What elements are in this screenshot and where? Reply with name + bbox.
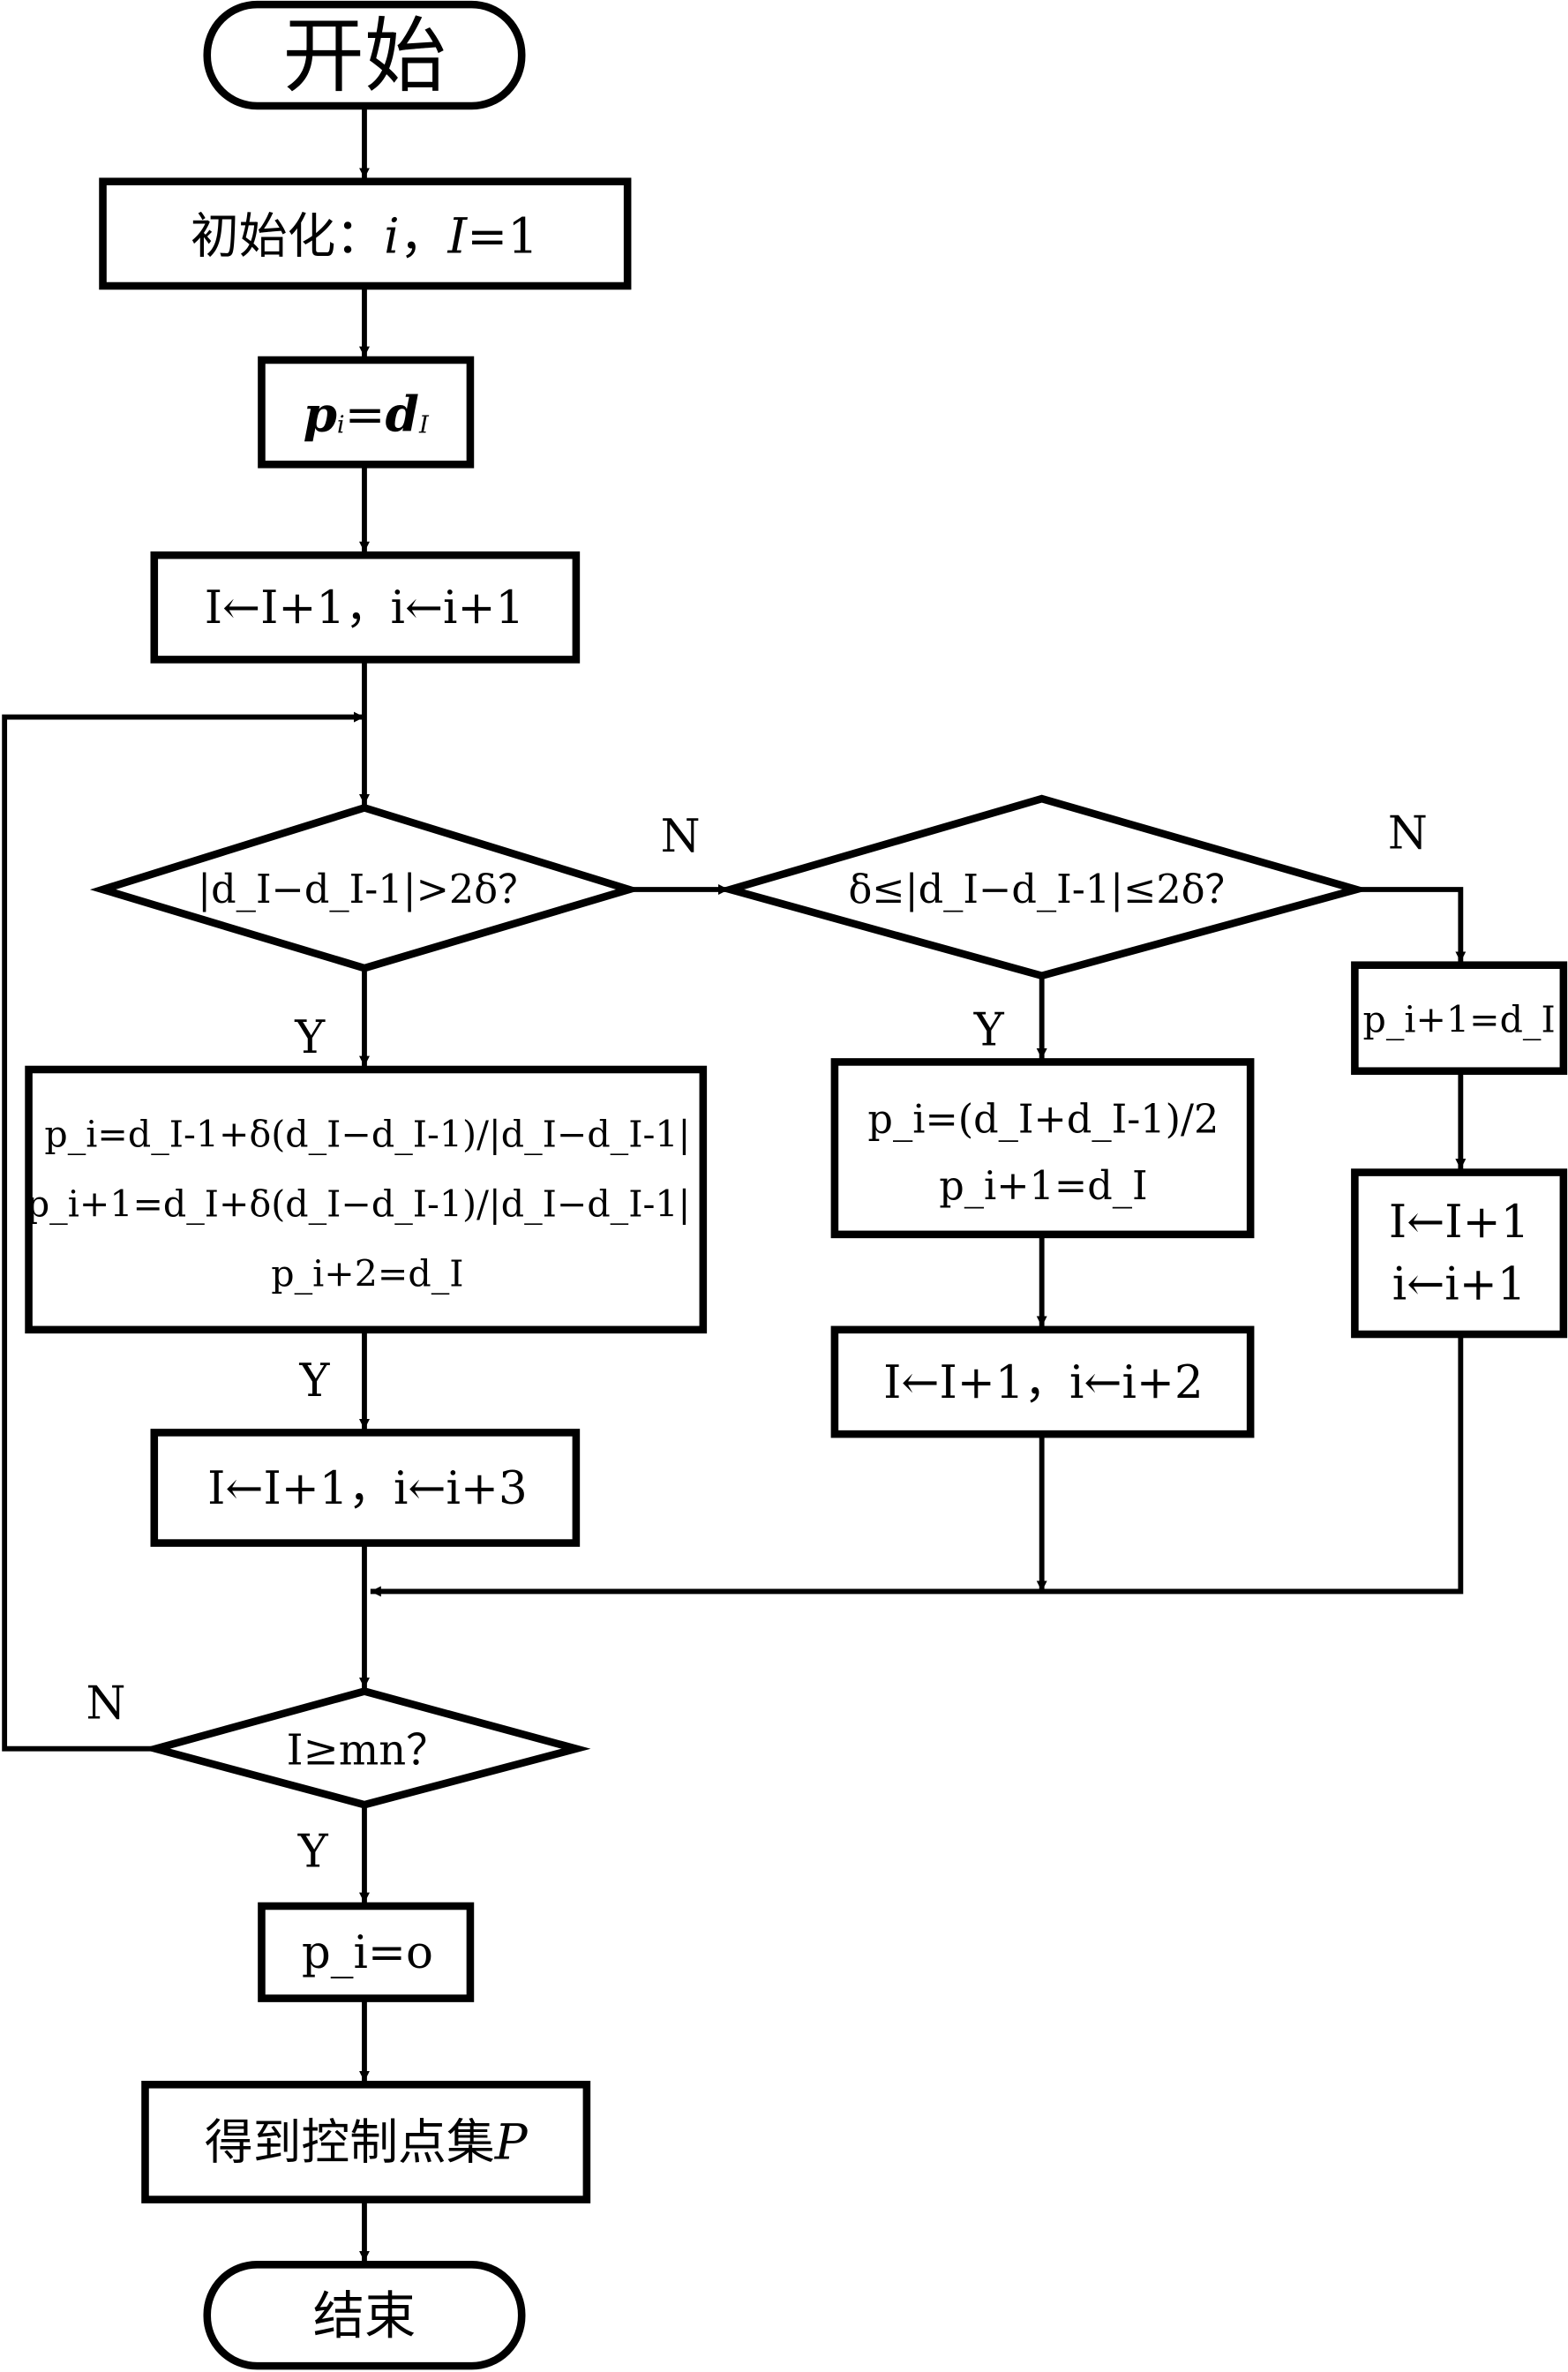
edge-incn-merge <box>370 1335 1464 1597</box>
inc-n-process: I←I+1 i←i+1 <box>1351 1168 1568 1339</box>
start-label: 开始 <box>282 8 446 103</box>
decision-1: |d_I−d_I-1|>2δ？ <box>89 803 642 972</box>
assign-mid-line1: p_i=(d_I+d_I-1)/2 <box>867 1097 1219 1143</box>
assign-mid-line2: p_i+1=d_I <box>939 1163 1147 1209</box>
result-process: 得到控制点集P <box>141 2080 591 2203</box>
assign-mid-process: p_i=(d_I+d_I-1)/2 p_i+1=d_I <box>830 1058 1255 1239</box>
end-terminal: 结束 <box>203 2261 526 2370</box>
decision-2-label: δ≤|d_I−d_I-1|≤2δ？ <box>849 867 1245 912</box>
init-label: 初始化：i，I=1 <box>191 207 538 264</box>
decision-3-label: I≥mn？ <box>287 1725 449 1775</box>
big-yes-label: Y <box>298 1355 330 1407</box>
assign-first-process: pi=dI <box>258 356 475 469</box>
d1-yes-label: Y <box>294 1011 326 1064</box>
inc3-label: I←I+1，i←i+3 <box>207 1462 528 1515</box>
inc1-process: I←I+1，i←i+1 <box>150 551 581 664</box>
d1-no-label: N <box>661 810 701 863</box>
edge-d3-no-loop <box>2 711 364 1752</box>
result-label: 得到控制点集P <box>205 2113 529 2170</box>
assign-big-line1: p_i=d_I-1+δ(d_I−d_I-1)/|d_I−d_I-1| <box>44 1114 690 1156</box>
d3-yes-label: Y <box>297 1825 329 1878</box>
inc3-process: I←I+1，i←i+3 <box>150 1429 581 1547</box>
decision-2: δ≤|d_I−d_I-1|≤2δ？ <box>716 794 1370 980</box>
connectors <box>2 106 1467 2262</box>
assign-o-process: p_i=o <box>258 1902 475 2002</box>
assign-big-line3: p_i+2=d_I <box>271 1252 463 1295</box>
start-terminal: 开始 <box>203 0 526 110</box>
inc-n-line2: i←i+1 <box>1392 1257 1527 1310</box>
decision-1-label: |d_I−d_I-1|>2δ？ <box>198 867 536 912</box>
edge-labels: N Y N Y Y N Y <box>86 807 1427 1879</box>
inc-n-line1: I←I+1 <box>1389 1196 1529 1249</box>
assign-o-label: p_i=o <box>302 1926 433 1979</box>
d2-yes-label: Y <box>973 1003 1005 1056</box>
d2-no-label: N <box>1388 807 1428 860</box>
end-label: 结束 <box>313 2286 416 2346</box>
assign-n-process: p_i+1=d_I <box>1351 961 1568 1075</box>
assign-big-process: p_i=d_I-1+δ(d_I−d_I-1)/|d_I−d_I-1| p_i+1… <box>25 1065 708 1334</box>
init-process: 初始化：i，I=1 <box>99 177 632 290</box>
decision-3: I≥mn？ <box>141 1687 591 1809</box>
inc2-label: I←I+1，i←i+2 <box>883 1356 1204 1409</box>
inc2-process: I←I+1，i←i+2 <box>830 1325 1255 1438</box>
assign-big-line2: p_i+1=d_I+δ(d_I−d_I-1)/|d_I−d_I-1| <box>26 1183 691 1226</box>
assign-first-label: pi=dI <box>304 387 430 443</box>
edge-d2-no <box>1356 887 1467 963</box>
assign-n-label: p_i+1=d_I <box>1363 998 1556 1040</box>
d3-no-label: N <box>86 1677 125 1730</box>
inc1-label: I←I+1，i←i+1 <box>205 582 525 634</box>
